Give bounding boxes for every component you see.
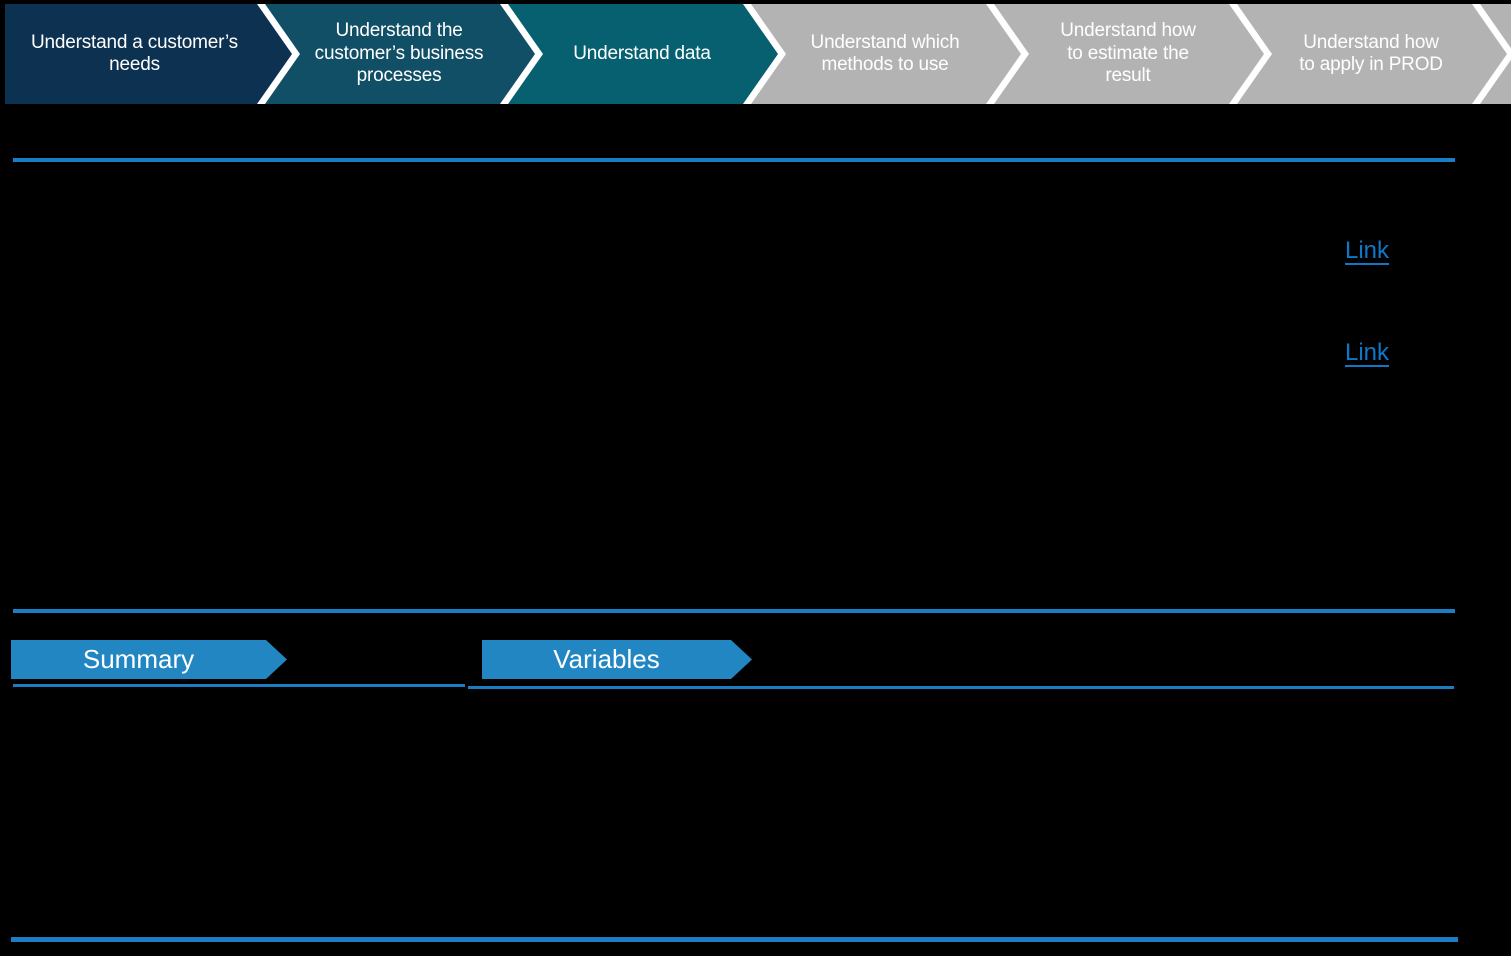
- divider-top: [13, 158, 1455, 162]
- process-step-label: Understand which methods to use: [810, 31, 960, 75]
- tab-variables[interactable]: Variables: [482, 640, 752, 679]
- process-step-apply-prod[interactable]: Understand how to apply in PROD: [1237, 4, 1507, 104]
- process-flow-band: Understand a customer’s needs Understand…: [5, 4, 1511, 104]
- process-step-understand-needs[interactable]: Understand a customer’s needs: [5, 4, 292, 104]
- divider-under-summary: [13, 684, 465, 687]
- process-step-estimate-result[interactable]: Understand how to estimate the result: [994, 4, 1264, 104]
- tab-summary[interactable]: Summary: [11, 640, 287, 679]
- link-1[interactable]: Link: [1345, 237, 1390, 264]
- process-step-methods[interactable]: Understand which methods to use: [751, 4, 1021, 104]
- process-step-label: Understand the customer’s business proce…: [314, 20, 484, 87]
- process-step-business-processes[interactable]: Understand the customer’s business proce…: [265, 4, 535, 104]
- divider-bottom: [11, 937, 1458, 942]
- process-step-label: Understand a customer’s needs: [31, 31, 238, 75]
- divider-middle: [13, 609, 1455, 613]
- process-step-label: Understand data: [573, 42, 711, 64]
- process-step-label: Understand how to apply in PROD: [1299, 31, 1443, 75]
- link-2[interactable]: Link: [1345, 339, 1390, 366]
- divider-under-variables: [468, 686, 1454, 689]
- process-step-label: Understand how to estimate the result: [1060, 20, 1196, 87]
- process-step-understand-data-active[interactable]: Understand data: [508, 4, 778, 104]
